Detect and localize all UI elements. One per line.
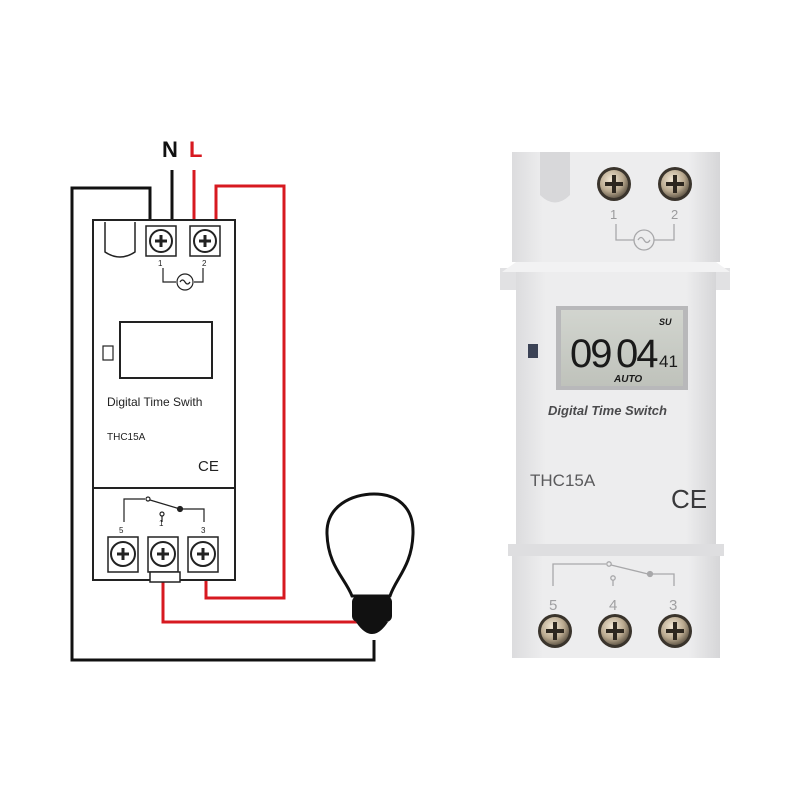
live-wire-loop [204,184,286,600]
schematic-indicator [102,345,114,361]
device-terminal-label-4: 4 [609,597,617,614]
device-screw-bottom-3 [658,614,692,648]
schematic-notch [104,222,136,258]
schematic-terminal-bottom-5 [107,536,139,573]
device-screw-bottom-4 [598,614,632,648]
schematic-terminal-label-2: 2 [202,259,207,268]
device-relay-contact [552,561,675,586]
schematic-terminal-bottom-1 [147,536,179,573]
schematic-outline [92,219,236,581]
device-display-hours: 09 [570,332,611,376]
device-photo: 1 2 SU 09 04 41 AUTO Digital Time Switch… [500,152,730,658]
schematic-ac-symbol [162,268,204,291]
device-model-text: THC15A [530,471,596,490]
device-screw-top-2 [658,167,692,201]
device-display-day: SU [659,317,672,327]
device-terminal-label-2: 2 [671,207,678,222]
schematic-model-text: THC15A [107,432,146,443]
device-led-indicator [528,344,538,358]
device-notch [540,152,570,203]
schematic-terminal-label-5: 5 [119,526,124,535]
light-bulb-icon [325,492,415,634]
schematic-bottom-tab [149,571,181,583]
schematic-terminal-top-2 [189,225,221,257]
schematic-terminal-label-1b: 1 [159,519,164,528]
device-lcd-screen [561,310,683,386]
device-display-mode: AUTO [613,374,642,385]
schematic-device: 1 2 Digital Time Swith THC15A CE 5 1 3 [92,219,236,583]
live-label: L [189,137,202,162]
device-ac-symbol [615,224,675,251]
device-terminal-label-3: 3 [669,597,677,614]
device-display-minutes: 04 [616,332,658,376]
wiring-lines [70,170,376,662]
device-terminal-label-1: 1 [610,207,617,222]
device-ce-mark: CE [671,484,707,514]
schematic-relay-contact [123,496,205,522]
schematic-terminal-label-1: 1 [158,259,163,268]
schematic-terminal-top-1 [145,225,177,257]
schematic-terminal-bottom-3 [187,536,219,573]
schematic-brand-text: Digital Time Swith [107,395,202,409]
device-display-seconds: 41 [659,352,678,371]
load-wire [161,580,360,624]
device-terminal-label-5: 5 [549,597,557,614]
neutral-label: N [162,137,178,162]
device-brand-text: Digital Time Switch [548,403,667,418]
schematic-terminal-label-3: 3 [201,526,206,535]
device-shoulder-top [502,262,730,272]
device-screw-top-1 [597,167,631,201]
neutral-wire-loop [70,186,376,662]
schematic-ce-mark: CE [198,458,219,475]
schematic-display [119,321,213,379]
device-screw-bottom-5 [538,614,572,648]
device-front-bottom-step [508,544,724,556]
